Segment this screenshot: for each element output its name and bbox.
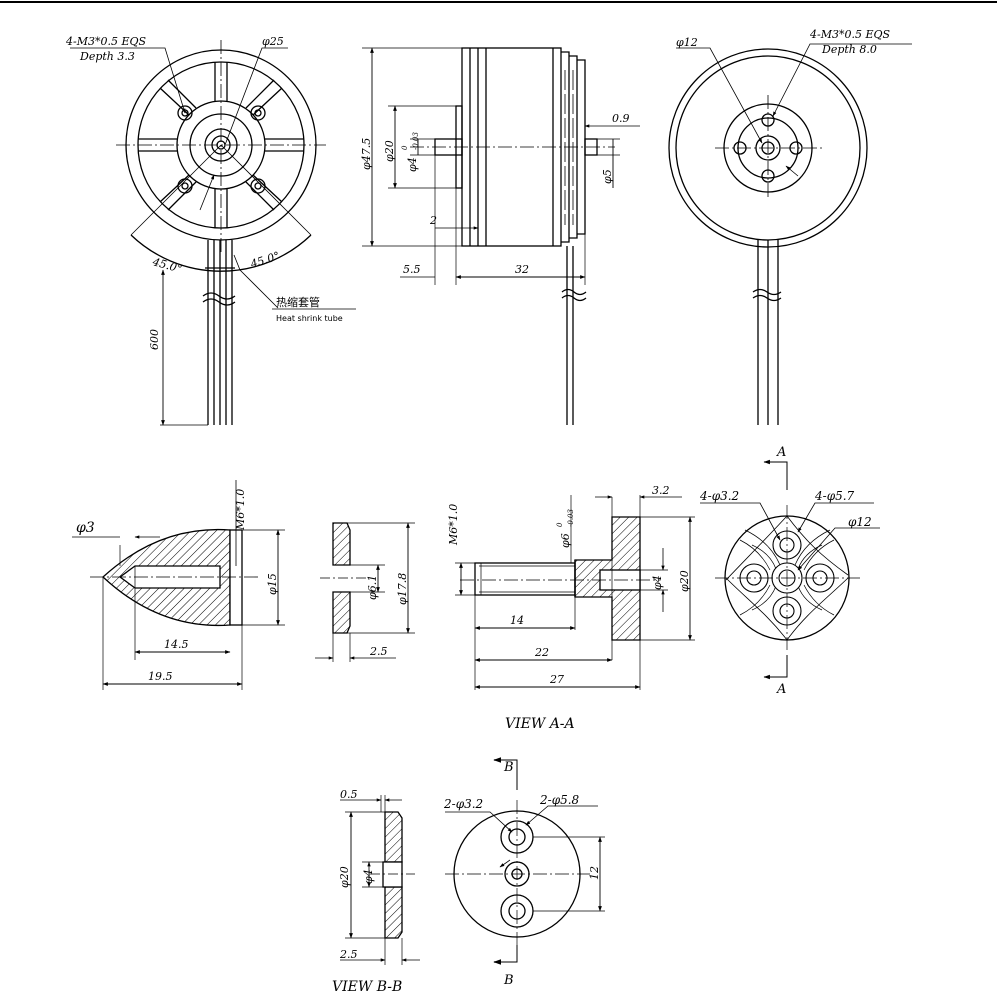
sleeve-label-cn: 热缩套管 — [276, 295, 320, 309]
bore-depth: 14.5 — [164, 638, 189, 651]
aa-holes-small: 4-φ3.2 — [699, 489, 739, 503]
bb-holes-large: 2-φ5.8 — [539, 793, 580, 807]
section-b-bottom: B — [503, 973, 514, 988]
spinner-nut-labels: φ3 M6*1.0 φ15 14.5 19.5 — [76, 489, 279, 683]
stud-dia: φ6 — [559, 533, 572, 548]
section-b-top: B — [503, 760, 514, 775]
base-gap: 2 — [429, 214, 437, 227]
spinner-nut-section — [72, 480, 285, 690]
stud-tol-lower: -0.03 — [567, 509, 575, 527]
length-27: 27 — [549, 673, 564, 686]
view-bb-section — [340, 795, 420, 965]
rear-gap: 0.9 — [612, 112, 630, 125]
motor-side-view — [362, 47, 640, 425]
sleeve-label-en: Heat shrink tube — [276, 314, 343, 323]
bb-holes-small: 2-φ3.2 — [443, 797, 483, 811]
bb-hole-spacing: 12 — [588, 866, 601, 880]
length-22: 22 — [534, 646, 549, 659]
section-a-bottom: A — [776, 682, 786, 697]
prop-adapter-section — [455, 495, 695, 690]
motor-mount-view-labels: 4-M3*0.5 EQS Depth 3.3 φ25 45.0° 45.0° 6… — [65, 35, 356, 350]
prop-adapter-labels: M6*1.0 φ6 0 -0.03 3.2 φ4 φ20 14 22 27 — [447, 484, 691, 686]
adapter-thread: M6*1.0 — [447, 504, 460, 546]
angle-right: 45.0° — [248, 249, 281, 271]
view-bb-title: VIEW B-B — [332, 979, 402, 994]
rear-shaft-dia: φ5 — [601, 169, 614, 184]
thread-note-left: 4-M3*0.5 EQS — [65, 35, 147, 48]
view-bb-face — [445, 757, 605, 965]
view-aa-title: VIEW A-A — [505, 716, 575, 732]
nut-total-length: 19.5 — [148, 670, 173, 683]
section-a-top: A — [776, 445, 786, 460]
motor-rear-view-labels: φ12 4-M3*0.5 EQS Depth 8.0 — [676, 28, 891, 56]
depth-note-left: Depth 3.3 — [79, 50, 135, 63]
shaft-tol-upper: 0 — [401, 145, 409, 150]
body-length: 32 — [515, 263, 529, 276]
washer-labels: φ6.1 φ17.8 2.5 — [366, 573, 409, 658]
nut-thread: M6*1.0 — [234, 489, 247, 531]
motor-rear-view — [668, 43, 912, 425]
shaft-dia: φ4 — [406, 157, 419, 172]
view-aa-labels: A A 4-φ3.2 4-φ5.7 φ12 VIEW A-A — [505, 445, 872, 732]
bolt-circle-dia: φ25 — [262, 35, 284, 48]
outer-dia: φ47.5 — [360, 138, 373, 170]
motor-side-view-labels: φ47.5 φ20 φ4 0 -0.03 φ5 0.9 2 5.5 32 — [360, 112, 630, 276]
thread-length: 14 — [510, 614, 524, 627]
aa-holes-large: 4-φ5.7 — [814, 489, 855, 503]
thread-note-right: 4-M3*0.5 EQS — [809, 28, 891, 41]
lead-length: 600 — [148, 329, 161, 350]
angle-left: 45.0° — [150, 255, 183, 276]
stator-dia: φ20 — [383, 140, 396, 162]
flange-thickness: 3.2 — [652, 484, 670, 497]
washer-outer-dia: φ17.8 — [396, 573, 409, 605]
view-aa — [700, 459, 880, 680]
view-bb-section-labels: 0.5 φ20 φ4 2.5 VIEW B-B — [332, 788, 402, 995]
bb-thickness-top: 0.5 — [340, 788, 358, 801]
stud-tol-upper: 0 — [556, 522, 564, 527]
bb-thickness-bottom: 2.5 — [339, 948, 358, 961]
motor-mount-view — [70, 40, 326, 426]
washer-thickness: 2.5 — [369, 645, 388, 658]
adapter-bore-dia: φ4 — [651, 575, 664, 590]
bb-bore-dia: φ4 — [362, 869, 375, 884]
center-dia-right: φ12 — [676, 36, 698, 49]
shaft-tol-lower: -0.03 — [412, 132, 420, 150]
washer-section — [315, 522, 415, 662]
view-bb-face-labels: B B 2-φ3.2 2-φ5.8 12 — [443, 760, 601, 988]
washer-inner-dia: φ6.1 — [366, 575, 379, 600]
depth-note-right: Depth 8.0 — [821, 43, 877, 56]
tip-dia: φ3 — [76, 520, 95, 536]
flange-dia: φ20 — [678, 570, 691, 592]
nut-base-dia: φ15 — [266, 573, 279, 595]
aa-center-dia: φ12 — [848, 515, 872, 529]
bb-outer-dia: φ20 — [338, 866, 351, 888]
shaft-ext: 5.5 — [403, 263, 421, 276]
